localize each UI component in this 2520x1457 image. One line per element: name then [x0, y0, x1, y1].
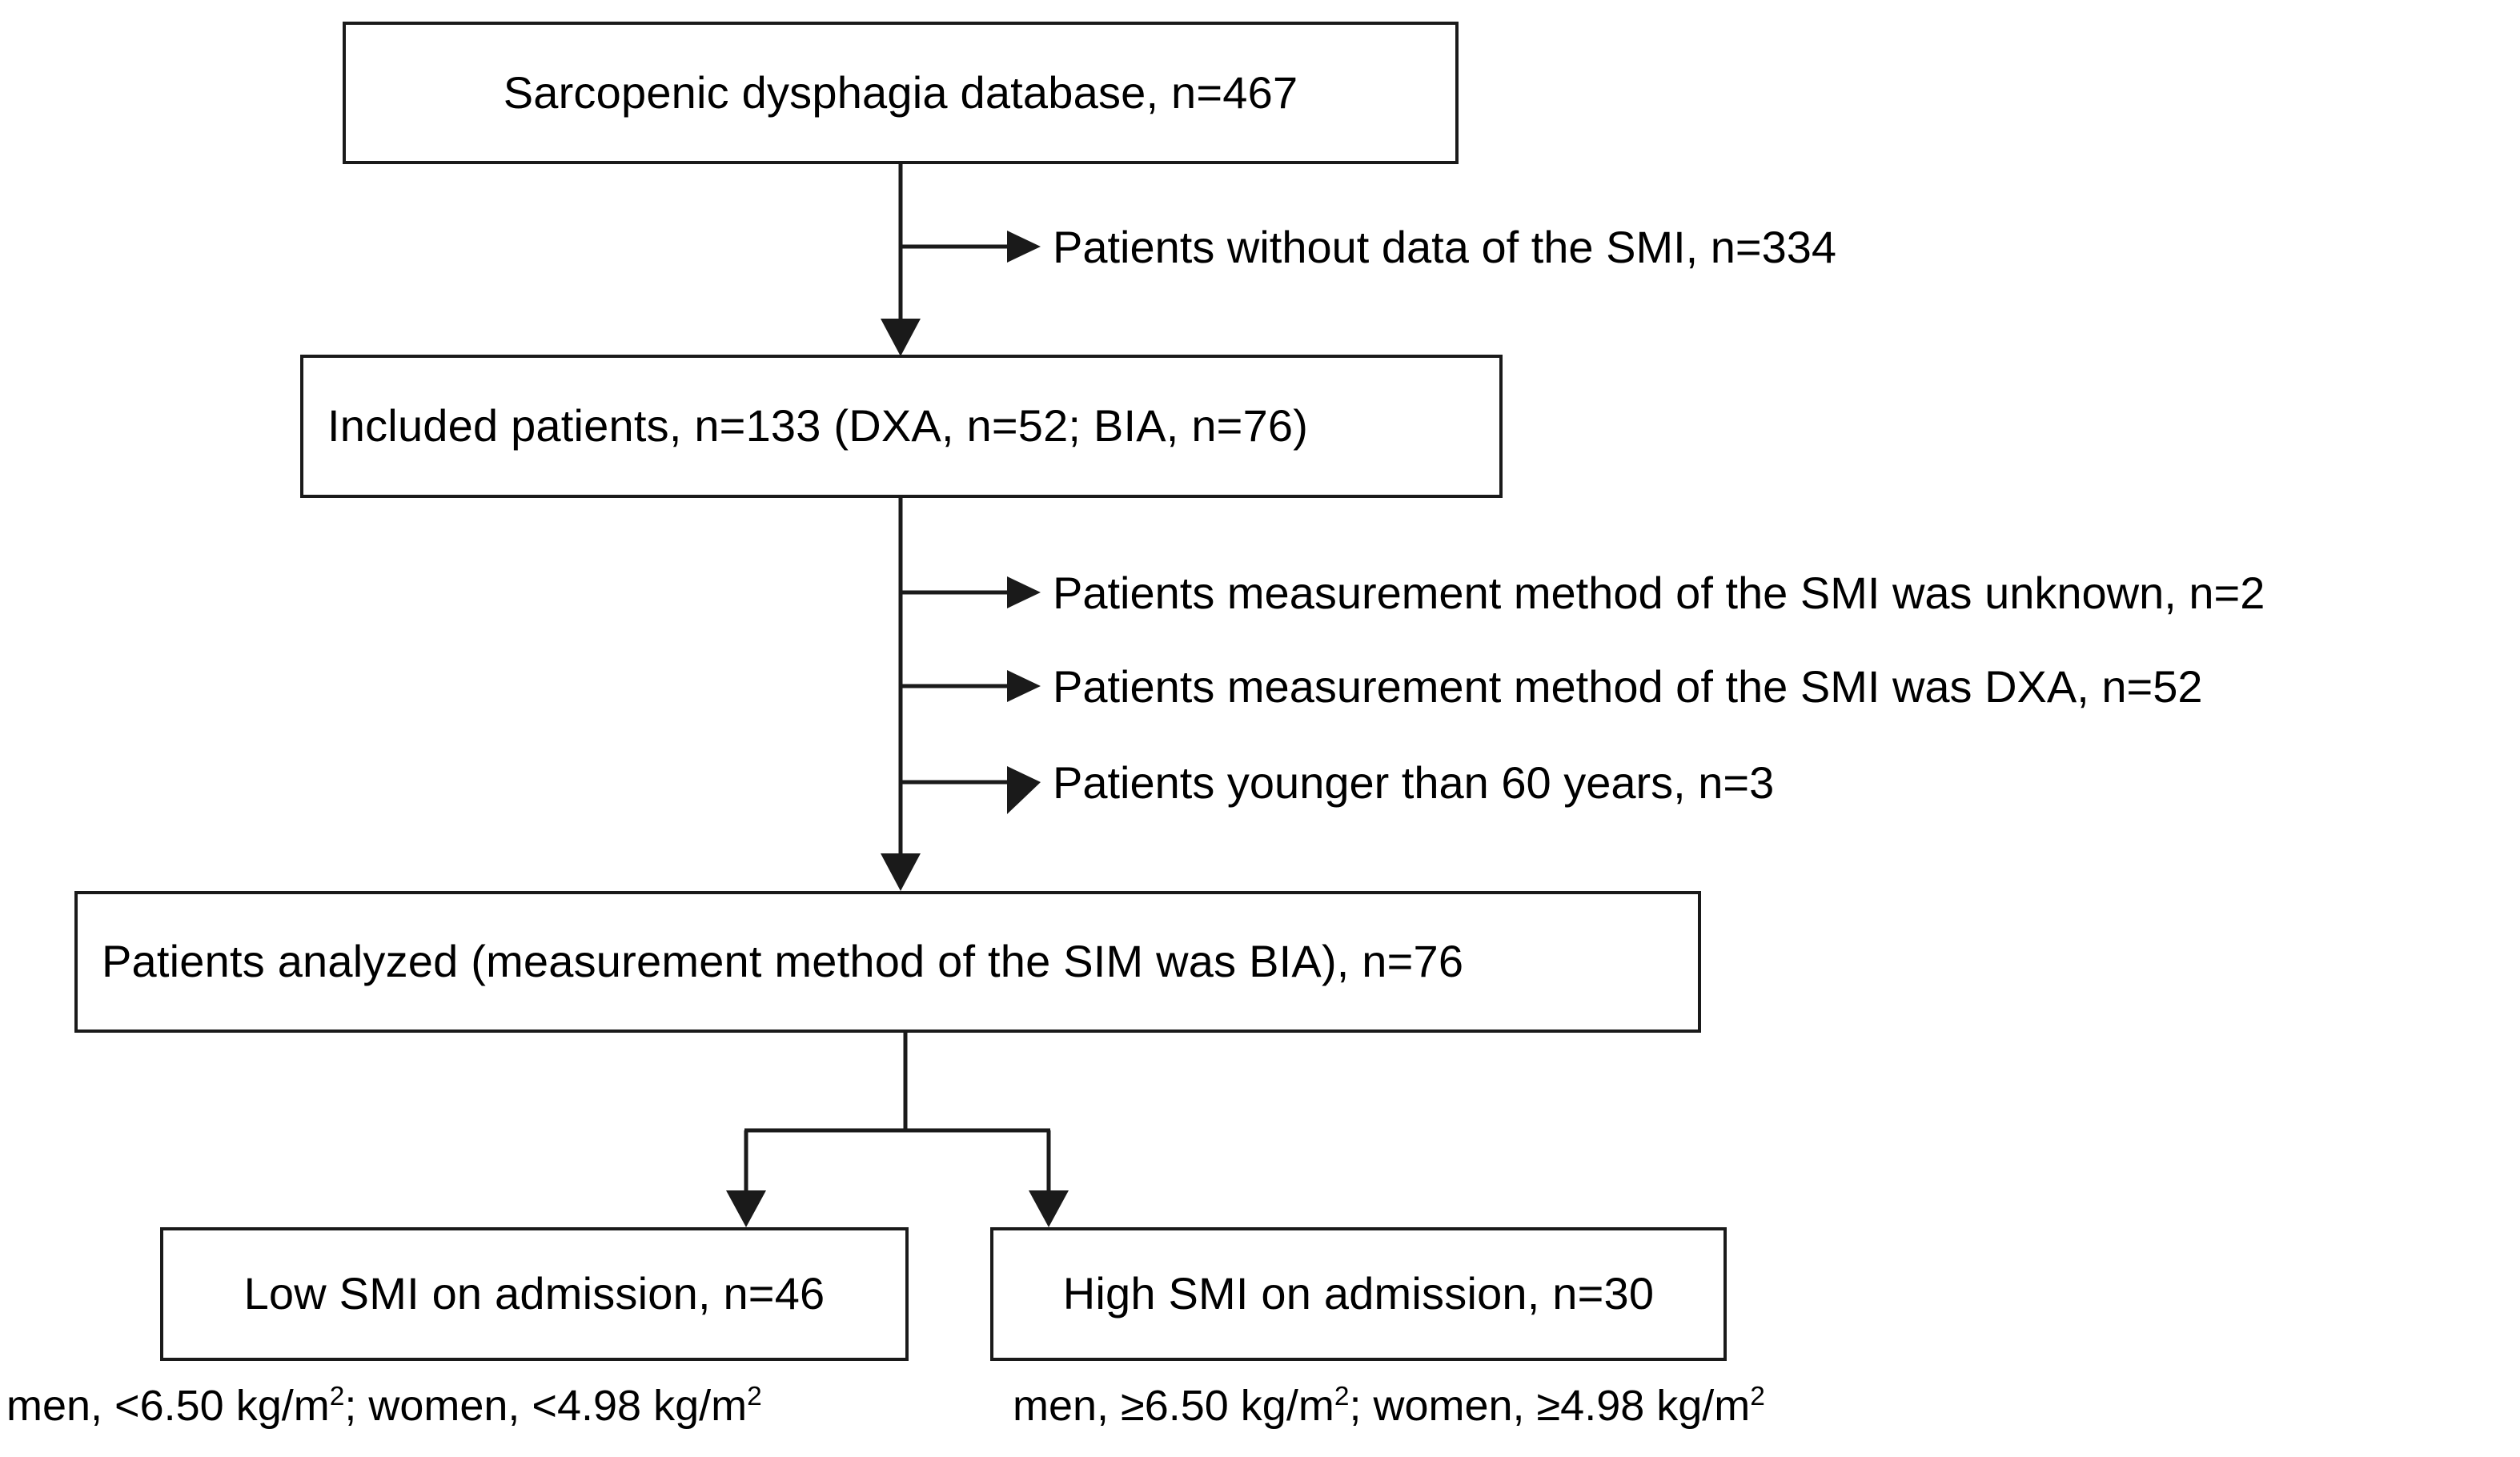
box-label-analyzed: Patients analyzed (measurement method of…	[102, 936, 1464, 987]
box-label-low-smi: Low SMI on admission, n=46	[243, 1268, 825, 1319]
footnote-high-sup1: 2	[1334, 1382, 1350, 1411]
footnote-low-middle: ; women, <4.98 kg/m	[344, 1382, 748, 1430]
box-high-smi-on-admission: High SMI on admission, n=30	[990, 1227, 1727, 1361]
arrowhead-younger-60	[1007, 766, 1041, 814]
exclusion-label-method-unknown: Patients measurement method of the SMI w…	[1053, 568, 2265, 618]
box-label-database: Sarcopenic dysphagia database, n=467	[503, 66, 1298, 118]
box-patients-analyzed: Patients analyzed (measurement method of…	[74, 891, 1701, 1033]
arrowhead-high-smi	[1029, 1190, 1069, 1227]
exclusion-label-younger-than-60: Patients younger than 60 years, n=3	[1053, 757, 1775, 808]
arrowhead-method-unknown	[1007, 576, 1041, 608]
box-low-smi-on-admission: Low SMI on admission, n=46	[160, 1227, 909, 1361]
arrowhead-analyzed	[881, 853, 921, 891]
arrowhead-method-dxa	[1007, 670, 1041, 702]
footnote-low-sup1: 2	[329, 1382, 345, 1411]
footnote-high-prefix: men, ≥6.50 kg/m	[1013, 1382, 1334, 1430]
exclusion-label-no-smi-data: Patients without data of the SMI, n=334	[1053, 222, 1837, 272]
arrowhead-included	[881, 319, 921, 356]
arrowhead-low-smi	[726, 1190, 766, 1227]
footnote-high-middle: ; women, ≥4.98 kg/m	[1349, 1382, 1751, 1430]
exclusion-label-method-dxa: Patients measurement method of the SMI w…	[1053, 661, 2203, 712]
footnote-high-sup2: 2	[1750, 1382, 1765, 1411]
footnote-high-smi-criteria: men, ≥6.50 kg/m2; women, ≥4.98 kg/m2	[1013, 1382, 1765, 1430]
footnote-low-prefix: men, <6.50 kg/m	[6, 1382, 330, 1430]
box-label-included: Included patients, n=133 (DXA, n=52; BIA…	[327, 400, 1309, 452]
footnote-low-sup2: 2	[747, 1382, 762, 1411]
box-included-patients: Included patients, n=133 (DXA, n=52; BIA…	[300, 355, 1503, 498]
box-sarcopenic-dysphagia-database: Sarcopenic dysphagia database, n=467	[343, 22, 1459, 164]
arrowhead-no-smi	[1007, 231, 1041, 263]
footnote-low-smi-criteria: men, <6.50 kg/m2; women, <4.98 kg/m2	[6, 1382, 762, 1430]
box-label-high-smi: High SMI on admission, n=30	[1062, 1268, 1655, 1319]
